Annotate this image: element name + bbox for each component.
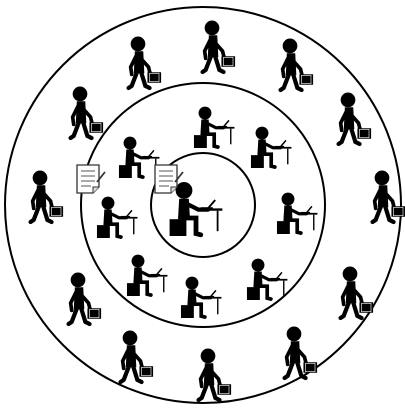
document-note-left document-icon <box>77 165 105 193</box>
walker-left-lower person-with-briefcase-icon <box>69 273 102 324</box>
desk-worker-top-left person-at-laptop-icon <box>119 137 159 178</box>
walker-right-upper person-with-briefcase-icon <box>339 93 372 144</box>
middle-desk-workers <box>97 107 317 318</box>
walker-top-left person-with-briefcase-icon <box>129 37 162 88</box>
walker-bottom-right person-with-briefcase-icon <box>285 327 318 378</box>
walker-right-lower person-with-briefcase-icon <box>341 267 374 318</box>
walker-top-right person-with-briefcase-icon <box>281 39 314 90</box>
walker-bottom person-with-briefcase-icon <box>199 349 232 400</box>
desk-worker-top-right person-at-laptop-icon <box>251 127 291 168</box>
central-desk-worker person-at-laptop-icon <box>170 182 223 236</box>
walker-bottom-left person-with-briefcase-icon <box>121 331 154 382</box>
outer-ring <box>5 7 401 403</box>
walker-left person-with-briefcase-icon <box>31 171 64 222</box>
walker-top person-with-briefcase-icon <box>203 21 236 72</box>
desk-worker-left person-at-laptop-icon <box>97 197 137 238</box>
desk-worker-bottom-right person-at-laptop-icon <box>247 259 287 300</box>
desk-worker-bottom person-at-laptop-icon <box>181 277 221 318</box>
desk-worker-right person-at-laptop-icon <box>277 193 317 234</box>
center-desk-worker <box>170 182 223 236</box>
desk-worker-top person-at-laptop-icon <box>194 107 234 148</box>
walker-left-upper person-with-briefcase-icon <box>71 87 104 138</box>
desk-worker-bottom-left person-at-laptop-icon <box>127 255 167 296</box>
